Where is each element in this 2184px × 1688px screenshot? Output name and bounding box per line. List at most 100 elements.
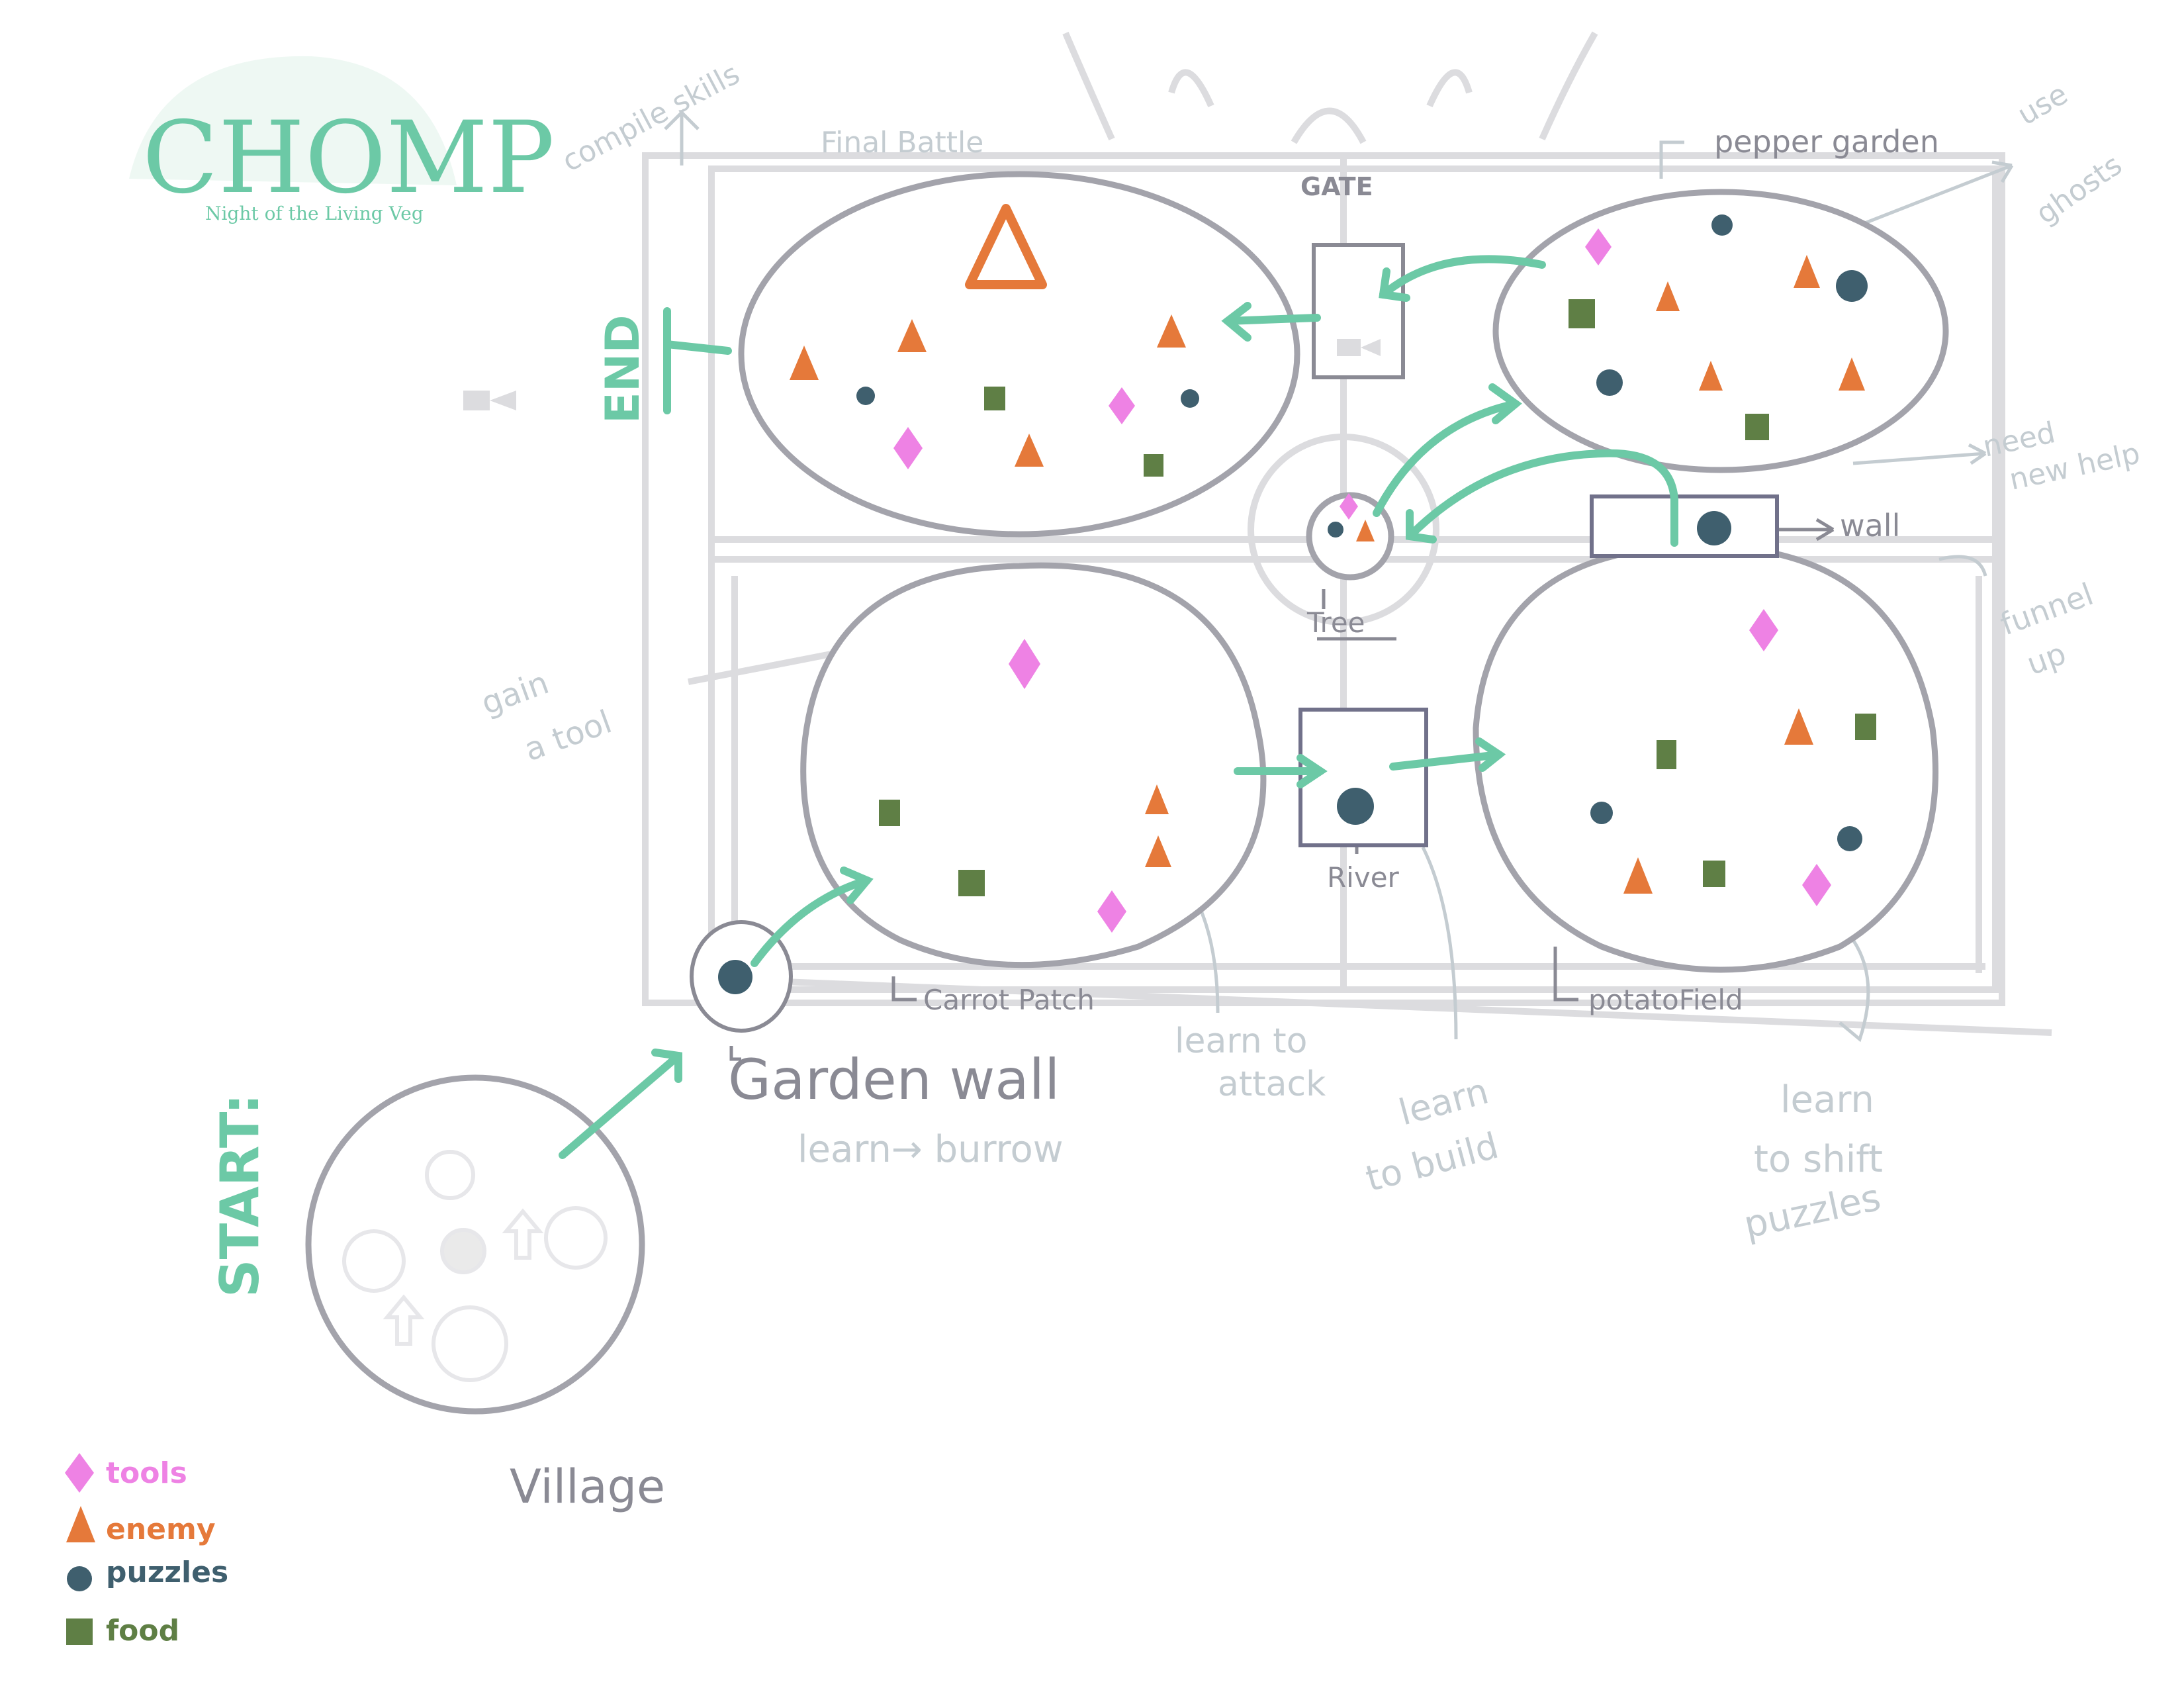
puzzle-marker [1328,522,1343,538]
tool-marker [1097,890,1126,933]
logo-subtitle: Night of the Living Veg [205,203,424,224]
enemy-marker [1794,255,1820,288]
legend: tools enemy puzzles food [65,1453,228,1648]
learn-to-build-note-2: to build [1361,1125,1503,1200]
puzzle-marker [1697,511,1731,545]
legend-label: enemy [106,1513,216,1546]
end-marker [663,307,732,414]
food-marker [1703,861,1725,887]
tool-marker [1749,609,1778,651]
tree-label: Tree [1306,606,1365,639]
legend-label: tools [106,1456,187,1490]
village-label: Village [510,1460,665,1514]
enemy-marker [1356,520,1375,541]
food-marker [1569,299,1595,328]
puzzle-marker [856,387,875,405]
legend-triangle-icon [66,1506,95,1542]
legend-square-icon [66,1618,93,1645]
enemy-marker [1656,281,1680,311]
funnel-up-note-2: up [2022,635,2070,682]
final-battle-area [738,171,1300,538]
gate-label: GATE [1300,172,1373,201]
tool-marker [1009,639,1040,689]
enemy-marker [897,319,927,352]
enemy-marker [1145,835,1171,867]
chomp-logo: CHOMP Night of the Living Veg [129,56,555,224]
use-ghosts-note-1: use [2012,77,2073,132]
wall-label: wall [1840,508,1900,543]
logo-title: CHOMP [142,101,555,216]
learn-burrow-note: learn→ burrow [797,1128,1064,1171]
food-marker [879,800,900,826]
puzzle-marker [1837,826,1862,851]
tool-markers [893,228,1831,933]
enemy-marker [1157,314,1186,348]
pepper-garden-area [1492,189,1949,473]
food-marker [958,870,985,896]
funnel-up-note-1: funnel [1995,576,2097,642]
puzzle-marker [1711,214,1733,236]
gain-a-tool-note-1: gain [477,664,554,722]
tool-marker [1802,864,1831,906]
start-label: START: [209,1094,271,1297]
boss-enemy-marker [965,204,1047,289]
river-label: River [1327,861,1400,894]
learn-shift-note-3: puzzles [1740,1176,1884,1247]
learn-to-attack-note-2: attack [1218,1064,1326,1104]
enemy-marker [1784,708,1813,745]
learn-shift-note-1: learn [1780,1078,1874,1121]
compile-skills-note: compile skills [557,57,745,179]
enemy-marker [1699,361,1723,391]
learn-shift-note-2: to shift [1754,1138,1883,1181]
enemy-marker [1623,857,1653,894]
legend-item-food: food [66,1614,179,1648]
legend-item-puzzles: puzzles [67,1556,228,1591]
food-markers [879,299,1876,896]
food-marker [1657,740,1676,769]
legend-item-enemy: enemy [66,1506,216,1546]
potato-field-area [1473,543,1938,973]
legend-label: food [106,1614,179,1648]
enemy-marker [1839,357,1865,391]
path-arrows [559,255,1678,1159]
food-marker [1855,714,1876,740]
wall-box [1590,494,1779,558]
legend-item-tools: tools [65,1453,187,1493]
tool-marker [1585,228,1612,265]
puzzle-marker [718,960,752,994]
puzzle-marker [1836,270,1868,302]
carrot-patch-label: Carrot Patch [923,984,1095,1016]
puzzle-markers [718,214,1868,994]
garden-wall-label: Garden wall [728,1047,1060,1112]
gain-a-tool-note-2: a tool [520,703,617,769]
puzzle-marker [1337,788,1374,825]
pepper-garden-label: pepper garden [1714,124,1939,160]
enemy-markers [790,255,1865,894]
food-marker [1144,454,1163,477]
food-marker [984,387,1005,410]
legend-diamond-icon [65,1453,94,1493]
puzzle-marker [1590,802,1613,824]
river-box [1298,708,1428,847]
tool-marker [893,427,923,469]
puzzle-marker [1596,369,1623,396]
enemy-marker [790,346,819,380]
tool-marker [1340,493,1358,520]
use-ghosts-note-2: ghosts [2030,148,2128,231]
potato-field-label: potatoField [1588,984,1743,1016]
learn-to-attack-note-1: learn to [1175,1021,1307,1061]
legend-label: puzzles [106,1556,228,1589]
puzzle-marker [1181,389,1199,408]
enemy-marker [1015,434,1044,467]
gate-box [1312,243,1405,379]
legend-circle-icon [67,1566,92,1591]
final-battle-label: Final Battle [821,126,983,160]
tool-marker [1109,387,1135,424]
food-marker [1745,414,1769,440]
carrot-patch-area [800,562,1267,968]
end-label: END [596,314,650,424]
camera-sketches [463,339,1381,410]
enemy-marker [1145,784,1169,814]
learn-to-build-note-1: learn [1394,1070,1492,1133]
